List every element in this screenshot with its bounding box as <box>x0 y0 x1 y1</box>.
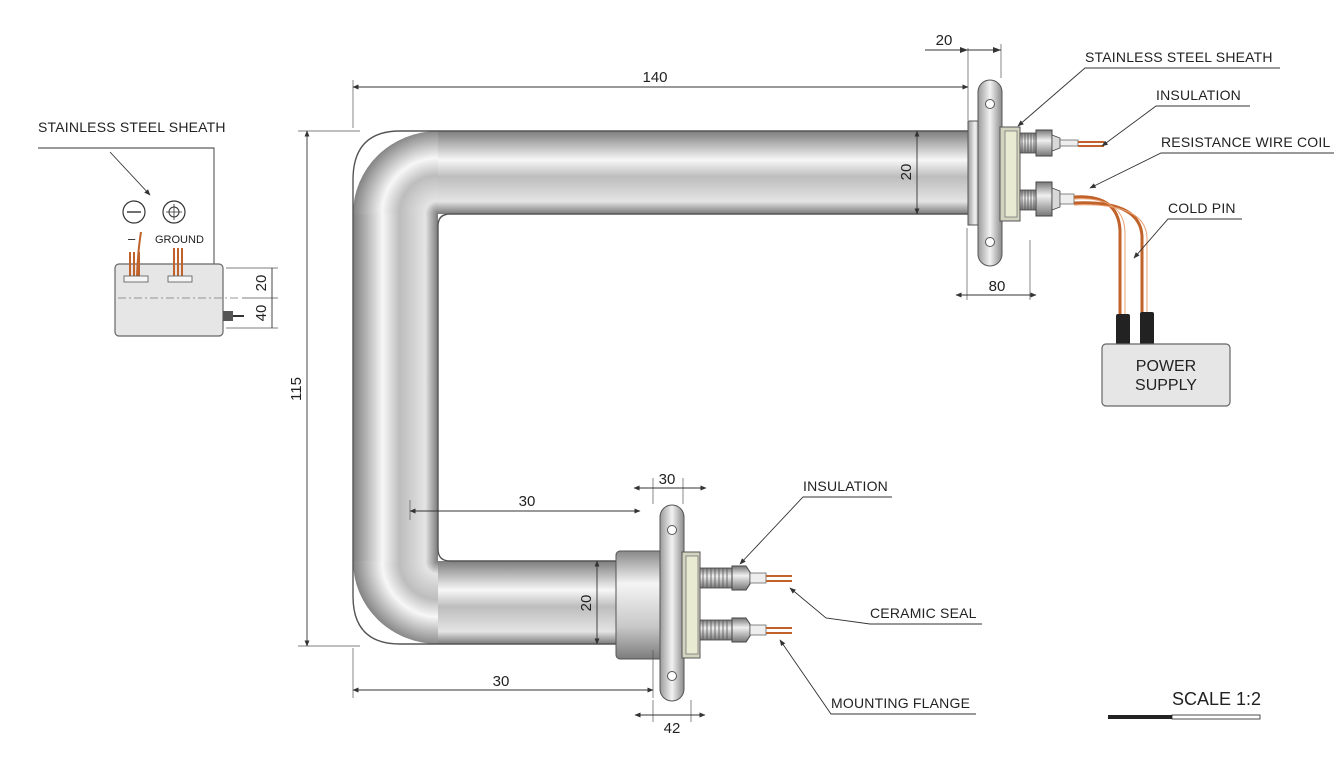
vertical-tube-segment <box>353 214 438 561</box>
callout-resistance-wire-coil: RESISTANCE WIRE COIL <box>1161 134 1330 150</box>
dim-bottom-dia-20: 20 <box>578 595 595 612</box>
dim-115: 115 <box>288 377 305 401</box>
callout-cold-pin: COLD PIN <box>1168 200 1236 216</box>
callout-top-sheath: STAINLESS STEEL SHEATH <box>1085 49 1273 65</box>
bottom-terminal-1 <box>699 565 792 591</box>
bottom-bend <box>353 561 438 644</box>
lead-wires <box>1073 195 1154 346</box>
power-supply: POWER SUPPLY <box>1101 343 1231 407</box>
dim-top-dia-20: 20 <box>898 164 915 181</box>
dim-inner-30: 30 <box>519 493 536 510</box>
dim-80: 80 <box>989 278 1006 295</box>
dimension-lines: 140 20 20 80 115 30 30 20 30 <box>288 32 1037 737</box>
flange-bolt-hole <box>667 671 677 681</box>
power-supply-label-2: SUPPLY <box>1135 377 1197 394</box>
terminal-box-view: STAINLESS STEEL SHEATH – GROUND 20 40 <box>38 119 278 337</box>
ground-label: GROUND <box>155 234 204 246</box>
top-tube-segment <box>438 131 972 214</box>
cold-pin-right <box>1140 312 1154 346</box>
bottom-flange-assembly <box>615 504 792 702</box>
left-sheath-label: STAINLESS STEEL SHEATH <box>38 119 226 135</box>
power-supply-label-1: POWER <box>1136 358 1196 375</box>
top-terminal-1 <box>1019 129 1104 157</box>
dim-bottom-30: 30 <box>493 673 510 690</box>
flange-bolt-hole <box>985 99 995 109</box>
dim-bottom-flange-30: 30 <box>659 471 676 488</box>
scale-indicator: SCALE 1:2 <box>1108 689 1261 720</box>
callout-top-insulation: INSULATION <box>1156 87 1241 103</box>
scale-bar-hollow <box>1171 714 1261 720</box>
bottom-ceramic-seal <box>685 555 699 655</box>
power-supply-box <box>1101 343 1231 407</box>
bottom-tube-segment <box>438 561 618 644</box>
top-bend <box>353 131 438 214</box>
flange-bolt-hole <box>985 237 995 247</box>
top-flange-assembly <box>967 79 1104 267</box>
callout-ceramic-seal: CERAMIC SEAL <box>870 605 977 621</box>
dim-left-20: 20 <box>253 275 270 292</box>
dim-top-flange-20: 20 <box>936 32 953 49</box>
bottom-boss <box>615 550 667 660</box>
scale-bar-solid <box>1108 715 1172 719</box>
minus-label: – <box>128 231 136 246</box>
scale-label: SCALE 1:2 <box>1172 689 1261 709</box>
heating-tube <box>352 130 972 645</box>
top-ceramic-seal <box>1004 130 1018 218</box>
flange-bolt-hole <box>667 525 677 535</box>
dim-42: 42 <box>664 720 681 737</box>
bottom-terminal-2 <box>699 617 792 643</box>
dim-140: 140 <box>642 69 667 86</box>
callout-bottom-insulation: INSULATION <box>803 478 888 494</box>
dim-left-40: 40 <box>253 305 270 322</box>
callout-mounting-flange: MOUNTING FLANGE <box>831 695 970 711</box>
cold-pin-left <box>1116 314 1130 346</box>
top-terminal-2 <box>1019 181 1075 217</box>
callouts: STAINLESS STEEL SHEATH INSULATION RESIST… <box>739 49 1334 715</box>
terminal-box <box>114 263 224 337</box>
